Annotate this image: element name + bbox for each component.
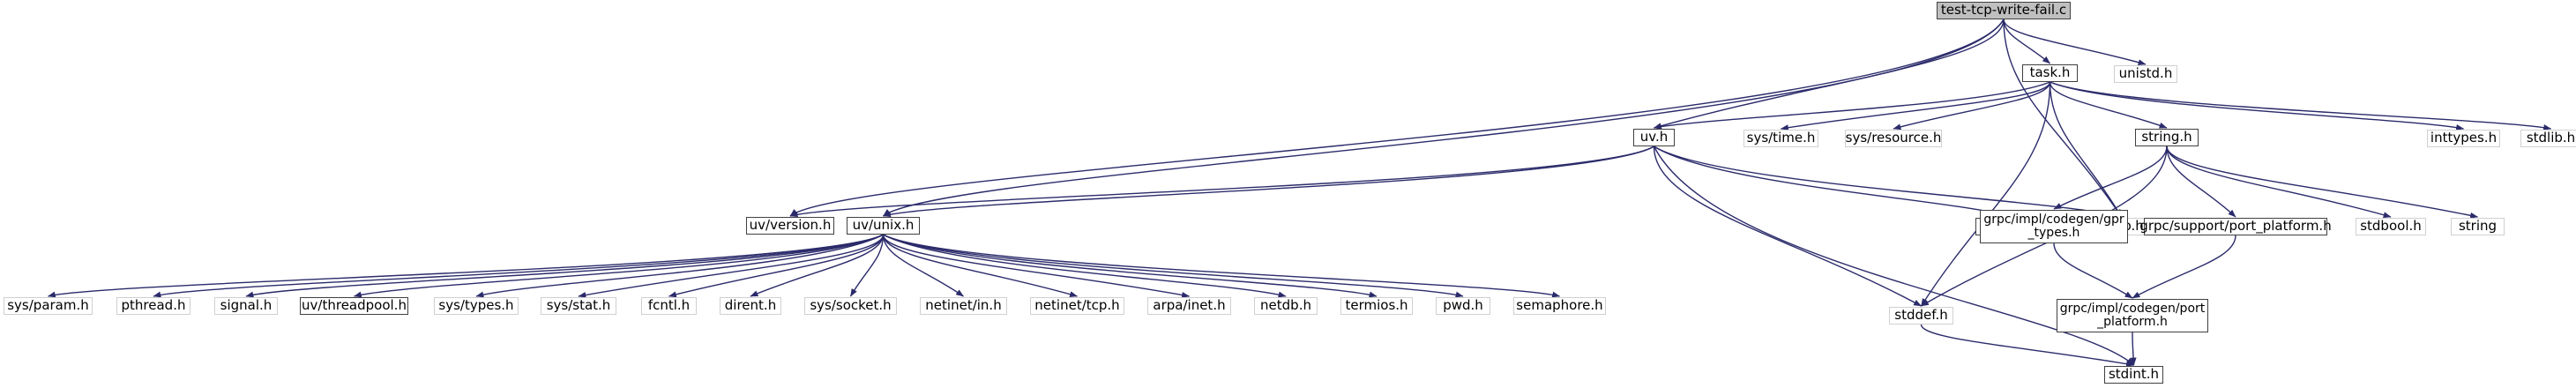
graph-edge-stringh-to-stringcpp xyxy=(2166,146,2479,219)
graph-edge-root-to-uvunix xyxy=(883,19,2005,217)
graph-node-netinetin[interactable]: netinet/in.h xyxy=(920,297,1007,315)
graph-edge-task-to-stddef xyxy=(1920,81,2051,307)
graph-edge-uvunix-to-pwd xyxy=(883,234,1464,298)
graph-edge-uvh-to-uvunix xyxy=(882,146,1654,218)
graph-edge-uvunix-to-dirent xyxy=(750,234,885,297)
graph-edge-task-to-stdio xyxy=(2049,81,2123,218)
graph-edge-stringh-to-stdbool xyxy=(2166,146,2392,219)
graph-edge-uvunix-to-threadpool xyxy=(353,234,884,298)
graph-edge-uvh-to-uvversion xyxy=(789,146,1654,218)
graph-edge-root-to-unistd xyxy=(2003,19,2147,66)
graph-edge-uvunix-to-sysstat xyxy=(578,234,885,298)
graph-edge-uvunix-to-netinetin xyxy=(882,234,964,297)
graph-node-netdb[interactable]: netdb.h xyxy=(1254,297,1318,315)
graph-node-arpainet[interactable]: arpa/inet.h xyxy=(1147,297,1231,315)
graph-node-sysresource[interactable]: sys/resource.h xyxy=(1845,130,1942,147)
graph-node-pthread[interactable]: pthread.h xyxy=(116,297,190,315)
graph-node-stddef[interactable]: stddef.h xyxy=(1889,307,1953,325)
graph-edge-uvunix-to-pthread xyxy=(153,234,884,298)
graph-node-inttypes[interactable]: inttypes.h xyxy=(2427,130,2500,147)
graph-edge-task-to-sysresource xyxy=(1893,81,2051,131)
graph-node-uvversion[interactable]: uv/version.h xyxy=(746,217,834,235)
graph-node-systypes[interactable]: sys/types.h xyxy=(434,297,519,315)
graph-node-sysparam[interactable]: sys/param.h xyxy=(4,297,93,315)
graph-edge-uvh-to-stdio xyxy=(1654,146,2123,219)
graph-edge-task-to-stdlib xyxy=(2050,81,2552,131)
graph-node-fcntl[interactable]: fcntl.h xyxy=(641,297,697,315)
graph-node-stdbool[interactable]: stdbool.h xyxy=(2356,218,2426,235)
graph-node-uvunix[interactable]: uv/unix.h xyxy=(847,217,920,235)
graph-node-portplat[interactable]: grpc/support/port_platform.h xyxy=(2139,218,2332,235)
graph-edge-root-to-stdio xyxy=(2003,19,2123,218)
graph-node-netinettcp[interactable]: netinet/tcp.h xyxy=(1030,297,1124,315)
graph-node-unistd[interactable]: unistd.h xyxy=(2114,65,2177,83)
graph-edge-uvunix-to-syssocket xyxy=(849,234,885,297)
graph-edge-task-to-inttypes xyxy=(2050,81,2465,131)
graph-edge-uvunix-to-termios xyxy=(883,234,1378,298)
graph-edge-uvunix-to-systypes xyxy=(475,234,884,298)
graph-node-dirent[interactable]: dirent.h xyxy=(720,297,781,315)
graph-node-gprtypes[interactable]: grpc/impl/codegen/gpr _types.h xyxy=(1980,210,2128,243)
graph-node-threadpool[interactable]: uv/threadpool.h xyxy=(300,297,408,315)
graph-node-portplat2[interactable]: grpc/impl/codegen/port _platform.h xyxy=(2057,299,2208,332)
graph-node-signal[interactable]: signal.h xyxy=(214,297,278,315)
graph-node-termios[interactable]: termios.h xyxy=(1340,297,1413,315)
graph-edge-uvh-to-uverrno xyxy=(1654,146,2014,219)
graph-node-sysstat[interactable]: sys/stat.h xyxy=(541,297,616,315)
graph-node-root[interactable]: test-tcp-write-fail.c xyxy=(1937,2,2071,19)
graph-node-systime[interactable]: sys/time.h xyxy=(1743,130,1818,147)
graph-edge-task-to-systime xyxy=(1780,81,2051,131)
graph-edge-task-to-uvh xyxy=(1653,81,2050,130)
graph-edge-uvunix-to-netdb xyxy=(883,234,1287,298)
graph-edge-uvunix-to-fcntl xyxy=(668,234,885,298)
graph-edge-root-to-task xyxy=(2003,19,2050,64)
graph-edge-root-to-uvversion xyxy=(789,19,2005,217)
graph-edge-uvunix-to-semaphore xyxy=(883,234,1561,298)
graph-edge-portplat2-to-stdint xyxy=(2130,332,2137,366)
graph-edge-uvunix-to-signal xyxy=(245,234,884,298)
graph-edge-uvunix-to-sysparam xyxy=(47,234,884,298)
graph-edge-stringh-to-gprtypes xyxy=(2053,146,2168,210)
graph-edge-uvunix-to-netinettcp xyxy=(882,234,1079,298)
graph-node-uvh[interactable]: uv.h xyxy=(1633,129,1675,146)
graph-node-semaphore[interactable]: semaphore.h xyxy=(1513,297,1606,315)
graph-edge-uvh-to-stddef xyxy=(1653,146,1923,307)
graph-node-stringh[interactable]: string.h xyxy=(2135,129,2199,146)
graph-edge-root-to-uvh xyxy=(1653,19,2005,130)
graph-node-stdint[interactable]: stdint.h xyxy=(2104,366,2163,384)
graph-node-stringcpp[interactable]: string xyxy=(2451,218,2505,235)
graph-node-pwd[interactable]: pwd.h xyxy=(1436,297,1490,315)
graph-edge-uvunix-to-arpainet xyxy=(882,234,1191,298)
graph-edge-portplat-to-portplat2 xyxy=(2132,235,2236,299)
graph-node-stdlib[interactable]: stdlib.h xyxy=(2520,130,2576,147)
graph-edge-stringh-to-portplat xyxy=(2166,146,2236,218)
graph-edge-gprtypes-to-portplat2 xyxy=(2053,242,2133,299)
graph-edge-task-to-stringh xyxy=(2049,81,2168,129)
graph-node-syssocket[interactable]: sys/socket.h xyxy=(804,297,897,315)
graph-node-task[interactable]: task.h xyxy=(2022,64,2078,82)
